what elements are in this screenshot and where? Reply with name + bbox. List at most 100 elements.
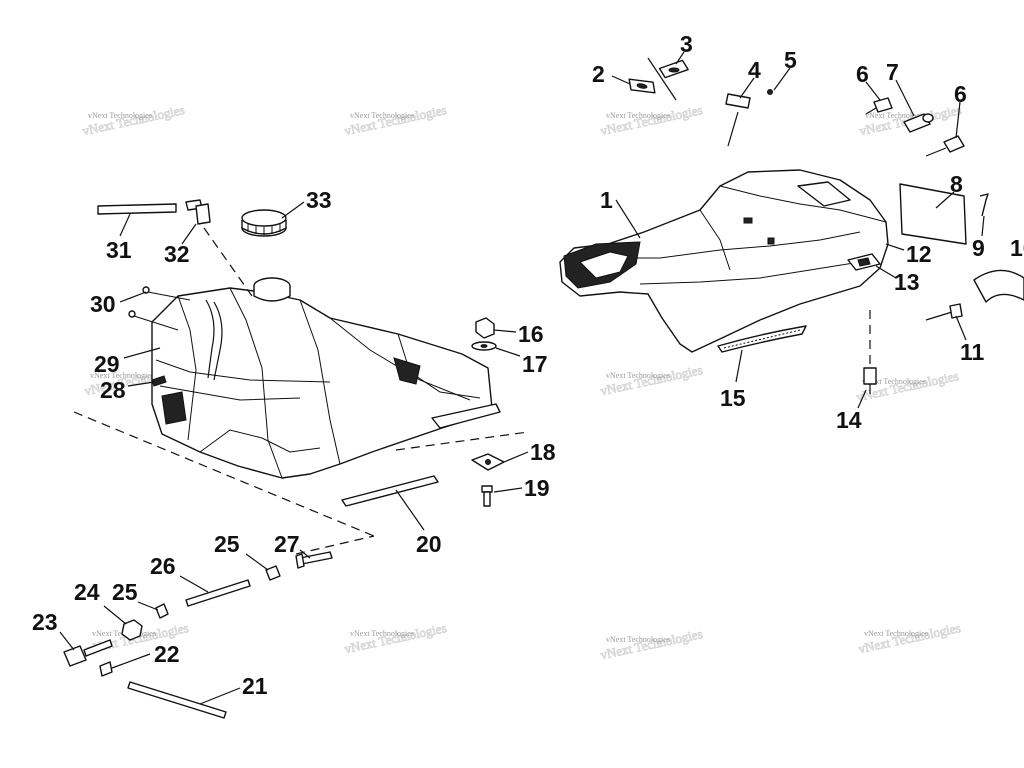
- tank-hose-2: [213, 301, 223, 381]
- callout-28: 28: [100, 377, 126, 403]
- callout-21: 21: [242, 673, 268, 699]
- seat-panel: [797, 181, 851, 207]
- leader-2: [611, 75, 631, 85]
- part-14-bolt: [863, 367, 877, 394]
- callout-22: 22: [154, 641, 180, 667]
- callout-26: 26: [150, 553, 176, 579]
- assembly-line-tank-base: [73, 411, 375, 537]
- watermark-ghost: vNext Technologies: [857, 620, 962, 656]
- leader-13: [875, 265, 897, 279]
- watermark-ghost: vNext Technologies: [81, 102, 186, 138]
- watermark: vNext Technologies vNext Technologies: [599, 102, 705, 139]
- callout-17: 17: [522, 351, 548, 377]
- leader-24: [103, 605, 127, 625]
- callout-16: 16: [518, 321, 544, 347]
- part-21-rod: [127, 681, 227, 719]
- part-6-fastener: [865, 97, 893, 115]
- callout-11: 11: [960, 339, 985, 365]
- callout-30: 30: [90, 291, 116, 317]
- callout-15: 15: [720, 385, 746, 411]
- callout-1: 1: [600, 187, 613, 213]
- part-24-nut: [121, 619, 143, 641]
- leader-19: [493, 487, 523, 493]
- assembly-line-rod: [295, 535, 375, 555]
- callout-19: 19: [524, 475, 550, 501]
- watermark-text: vNext Technologies: [90, 371, 154, 380]
- watermark-text: vNext Technologies: [865, 111, 929, 120]
- part-10-strap: [973, 269, 1024, 303]
- leader-26: [179, 575, 209, 593]
- tank-contour-front: [177, 295, 197, 441]
- fuel-tank: [151, 277, 501, 479]
- leader-17: [495, 347, 521, 357]
- callouts: 1 2 3 4 5 6 7 6 8 9 10 11 12 13 14 15 16…: [32, 31, 1024, 699]
- part-17-washer: [471, 341, 497, 351]
- callout-12: 12: [906, 241, 932, 267]
- tank-mounting-flange: [431, 403, 501, 429]
- watermark-text: vNext Technologies: [862, 377, 926, 386]
- leader-6a: [865, 81, 881, 101]
- seat-side-line: [639, 261, 861, 285]
- leader-4: [739, 77, 755, 99]
- leader-7: [895, 79, 915, 117]
- part-6-fastener-2: [925, 135, 965, 157]
- tank-contour-side: [229, 287, 283, 479]
- seat-latch-slot: [857, 257, 871, 267]
- callout-32: 32: [164, 241, 190, 267]
- watermark-ghost: vNext Technologies: [343, 102, 448, 138]
- callout-13: 13: [894, 269, 920, 295]
- part-33-fuel-cap: [241, 209, 287, 237]
- callout-10: 10: [1010, 235, 1024, 261]
- part-2-3-assembly-line: [647, 57, 677, 101]
- seat-base-strap: [717, 325, 807, 353]
- watermark-text: vNext Technologies: [606, 635, 670, 644]
- callout-3: 3: [680, 31, 693, 57]
- seat-badge-2: [767, 237, 775, 245]
- callout-33: 33: [306, 187, 332, 213]
- part-31-rod: [97, 203, 177, 215]
- callout-18: 18: [530, 439, 556, 465]
- callout-8: 8: [950, 171, 963, 197]
- leader-29: [123, 347, 161, 359]
- part-20-strip: [341, 475, 439, 507]
- part-8-panel: [899, 183, 967, 245]
- watermark: vNext Technologies vNext Technologies: [81, 102, 187, 139]
- callout-23: 23: [32, 609, 58, 635]
- part-22-cap: [99, 661, 113, 677]
- leader-25b: [245, 553, 269, 571]
- watermark-text: vNext Technologies: [864, 629, 928, 638]
- part-7-clip: [903, 113, 934, 133]
- leader-8: [935, 191, 955, 209]
- watermark-text: vNext Technologies: [350, 111, 414, 120]
- part-2-grommet: [628, 78, 656, 94]
- tank-filler-neck-base: [253, 286, 291, 302]
- leader-11: [955, 315, 967, 341]
- watermark: vNext Technologies vNext Technologies: [857, 620, 963, 657]
- leader-lines: [59, 51, 985, 705]
- part-32-elbow: [185, 199, 211, 225]
- callout-25a: 25: [112, 579, 138, 605]
- callout-6b: 6: [954, 81, 967, 107]
- part-4-plate: [725, 93, 751, 109]
- part-25-cap: [155, 603, 169, 619]
- watermark-ghost: vNext Technologies: [599, 626, 704, 662]
- callout-6a: 6: [856, 61, 869, 87]
- watermark: vNext Technologies vNext Technologies: [599, 626, 705, 663]
- tank-contour-rear: [397, 333, 481, 399]
- leader-16: [493, 329, 517, 333]
- leader-6b: [955, 101, 961, 139]
- part-23-fitting: [63, 639, 113, 667]
- callout-31: 31: [106, 237, 132, 263]
- part-5-rivet: [767, 89, 773, 95]
- tank-contour-top: [329, 317, 471, 401]
- seat-back-edge: [719, 185, 887, 223]
- part-19-bolt: [481, 485, 493, 507]
- part-25-cap-2: [265, 565, 281, 581]
- leader-25a: [137, 601, 159, 611]
- part-30-screws: [128, 286, 191, 331]
- leader-33: [281, 201, 305, 219]
- leader-3: [675, 51, 685, 65]
- assembly-line-cap: [203, 227, 253, 297]
- leader-1: [615, 199, 641, 239]
